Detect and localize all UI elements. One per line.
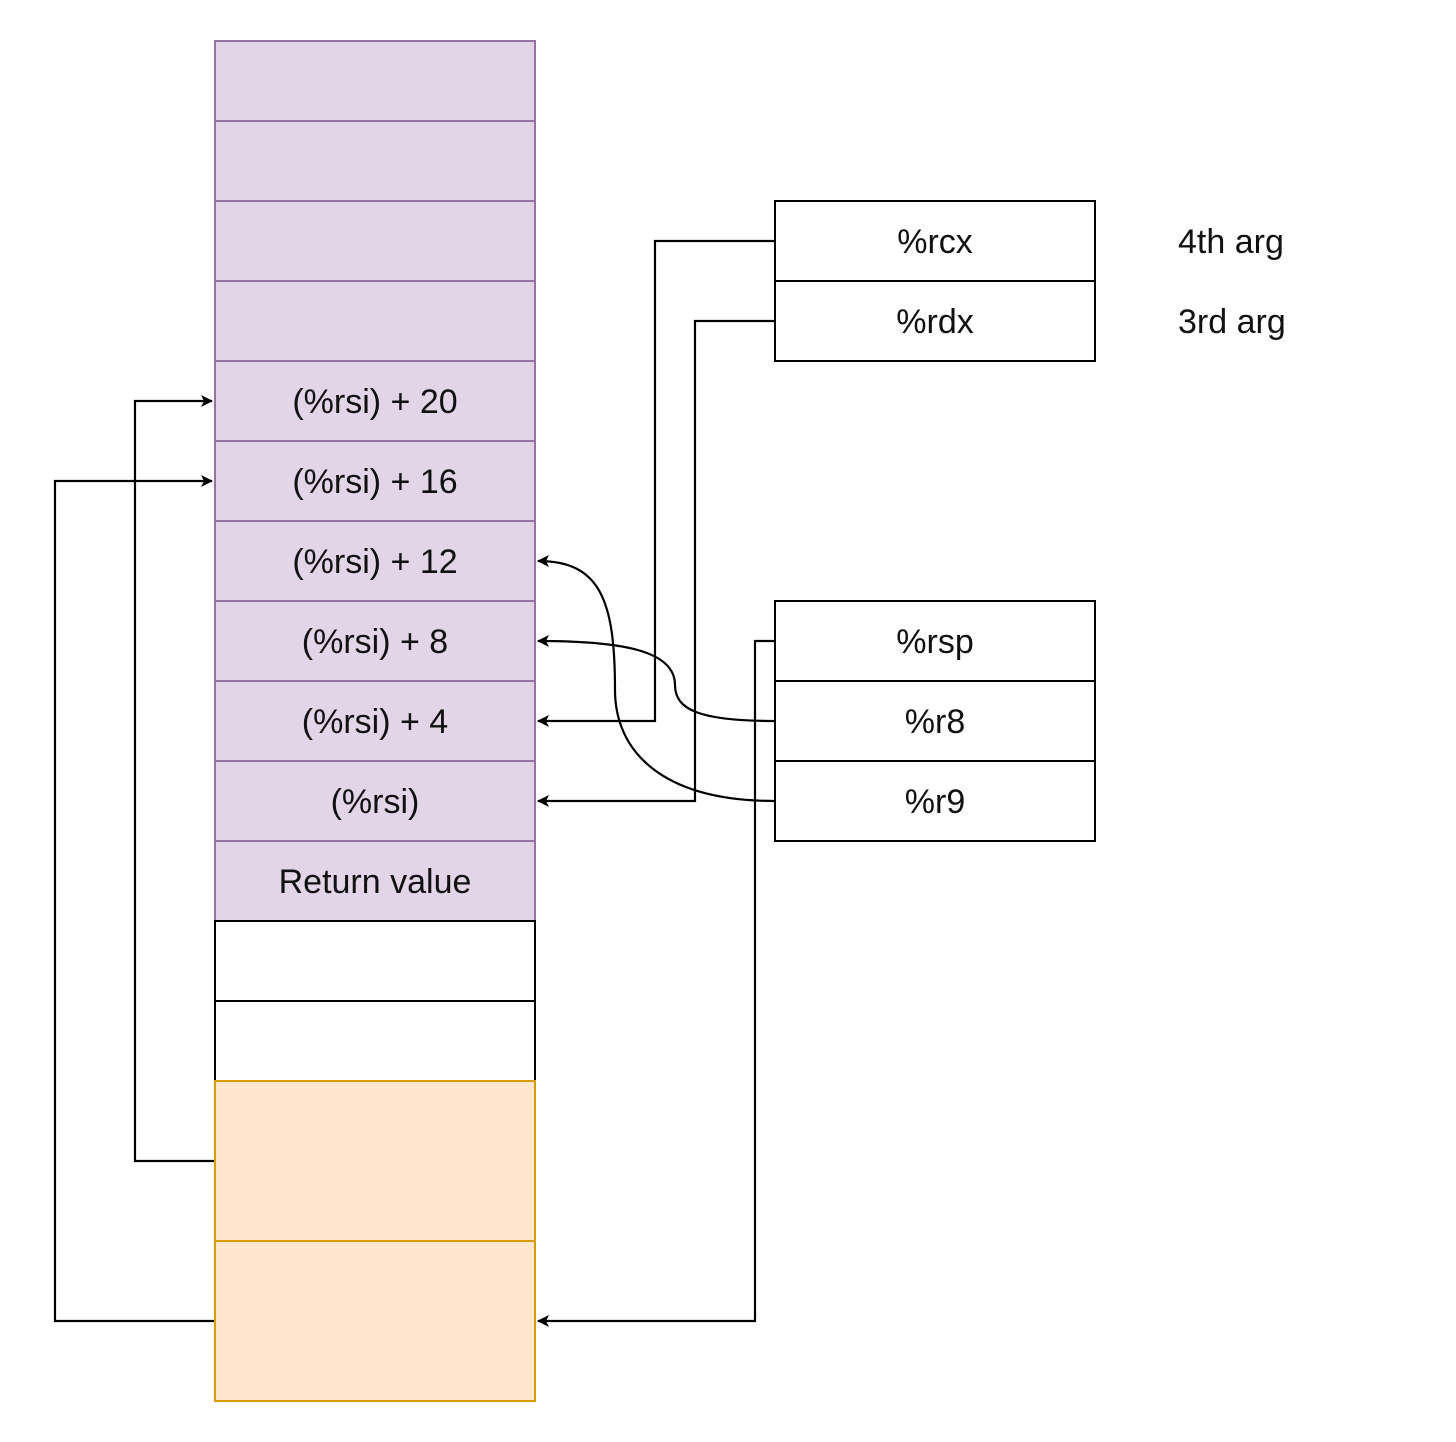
register-label: %rsp — [896, 623, 973, 661]
register-label: %rcx — [897, 223, 973, 261]
connector-caller-to-rsi-plus-16 — [53, 475, 215, 1323]
stack-cell-plain-11 — [214, 920, 536, 1002]
connector-rcx-to-rsi-plus-4 — [537, 239, 775, 727]
register-label: %rdx — [896, 303, 973, 341]
connectors — [53, 239, 776, 1327]
register-box — [774, 600, 1096, 682]
stack-cell-box — [214, 600, 536, 682]
register-box — [774, 760, 1096, 842]
stack-cell-box — [214, 840, 536, 922]
stack-cell-caller-13 — [214, 1080, 536, 1242]
register-rsp: %rsp — [774, 600, 1096, 682]
stack-cell-label: (%rsi) + 16 — [292, 463, 457, 501]
register-note-3rd-arg: 3rd arg — [1178, 303, 1286, 341]
register-group-bottom: %rsp %r8 %r9 — [774, 600, 1096, 842]
register-r8: %r8 — [774, 680, 1096, 762]
register-box — [774, 680, 1096, 762]
register-r9: %r9 — [774, 760, 1096, 842]
register-box — [774, 200, 1096, 282]
register-rcx: %rcx — [774, 200, 1096, 282]
stack-cell-stack-3 — [214, 280, 536, 362]
stack-cell-box — [214, 40, 536, 122]
stack-cell-label: (%rsi) + 4 — [302, 703, 448, 741]
register-label: %r9 — [905, 783, 965, 821]
register-group-top: %rcx %rdx — [774, 200, 1096, 362]
connector-r8-to-rsi-plus-8 — [537, 635, 776, 723]
stack-cell-label: (%rsi) — [331, 783, 420, 821]
stack-cell-box — [214, 440, 536, 522]
stack-cell-label: (%rsi) + 12 — [292, 543, 457, 581]
stack-cell-return-value: Return value — [214, 840, 536, 922]
stack-cell-box — [214, 120, 536, 202]
register-box — [774, 280, 1096, 362]
stack-cell-rsi-4: (%rsi) + 4 — [214, 680, 536, 762]
stack-cell-caller-14 — [214, 1240, 536, 1402]
stack-cell-label: Return value — [279, 863, 472, 901]
stack-cell-box — [214, 1080, 536, 1242]
stack-cell-stack-2 — [214, 200, 536, 282]
stack-cell-plain-12 — [214, 1000, 536, 1082]
stack-cell-box — [214, 520, 536, 602]
register-label: %r8 — [905, 703, 965, 741]
register-note-4th-arg: 4th arg — [1178, 223, 1284, 261]
stack-cell-box — [214, 1000, 536, 1082]
connector-r9-to-rsi-plus-12 — [537, 555, 776, 803]
stack-cell-rsi-8: (%rsi) + 8 — [214, 600, 536, 682]
stack-cell-box — [214, 680, 536, 762]
register-rdx: %rdx — [774, 280, 1096, 362]
register-notes: 4th arg 3rd arg — [1178, 223, 1286, 341]
connector-rsp-to-caller-frame — [537, 639, 775, 1327]
connector-caller-to-rsi-plus-20 — [133, 395, 215, 1163]
stack-cell-rsi: (%rsi) — [214, 760, 536, 842]
stack-cell-label: (%rsi) + 20 — [292, 383, 457, 421]
stack-cell-rsi-20: (%rsi) + 20 — [214, 360, 536, 442]
stack-cell-stack-0 — [214, 40, 536, 122]
stack-cell-rsi-12: (%rsi) + 12 — [214, 520, 536, 602]
stack-cell-box — [214, 1240, 536, 1402]
stack-cell-box — [214, 760, 536, 842]
stack-cell-label: (%rsi) + 8 — [302, 623, 448, 661]
stack-cell-box — [214, 280, 536, 362]
connector-rdx-to-rsi — [537, 319, 775, 807]
stack-cell-box — [214, 200, 536, 282]
stack-cell-stack-1 — [214, 120, 536, 202]
stack-cell-rsi-16: (%rsi) + 16 — [214, 440, 536, 522]
stack-column: (%rsi) + 20 (%rsi) + 16 (%rsi) + 12 (%rsi) … — [214, 40, 536, 1402]
stack-cell-box — [214, 920, 536, 1002]
